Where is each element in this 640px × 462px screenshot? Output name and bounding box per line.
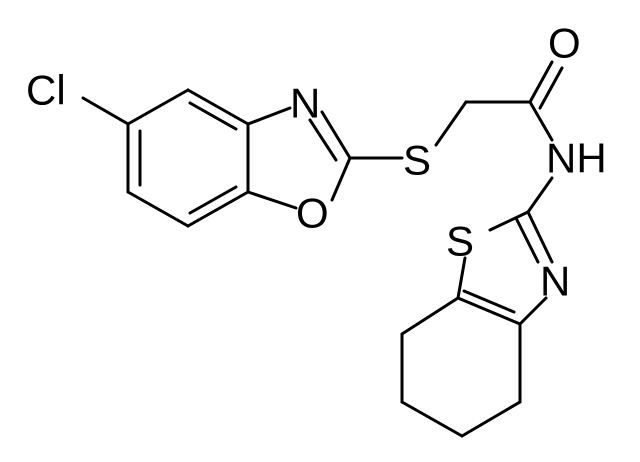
double-bond [188,101,238,131]
carbonyl-double-bond-b [538,66,564,110]
carbonyl-nh-bond [528,100,554,142]
bond [330,156,352,202]
bond [246,190,298,210]
double-bond [188,185,238,215]
double-bond [514,216,540,264]
nh-thiazole-bond [526,176,554,214]
chlorine-bond [81,96,130,126]
bond [400,296,460,336]
bond [186,190,250,228]
thiazole-ring [456,210,554,326]
bond [320,110,352,160]
cyclohexene-ring [400,296,522,438]
thiazole-sulfur-label: S [446,218,474,265]
amide-nh-label: NH [546,135,607,182]
bond [186,88,250,126]
bond [460,400,522,438]
chlorine-atom-label: Cl [26,67,66,114]
thiazole-nitrogen-label: N [540,258,570,305]
bond [518,296,548,326]
carbonyl-double-bond-a [528,60,554,104]
thioether-sulfur-label: S [403,137,431,184]
oxazole-ring [246,106,352,210]
bond [456,256,467,300]
bond [246,106,292,126]
benzoxazole-oxygen-label: O [296,190,329,237]
bond [126,190,190,228]
benzoxazole-benzene-ring [126,88,250,228]
bond [456,296,522,326]
benzoxazole-nitrogen-label: N [290,80,320,127]
bond [400,400,464,438]
double-bond [462,289,516,314]
sulfur-ch2-bond [434,100,468,147]
double-bond [308,118,338,162]
carbonyl-oxygen-label: O [548,20,581,67]
bond [488,210,530,232]
bond [126,88,190,126]
bond [526,210,554,264]
